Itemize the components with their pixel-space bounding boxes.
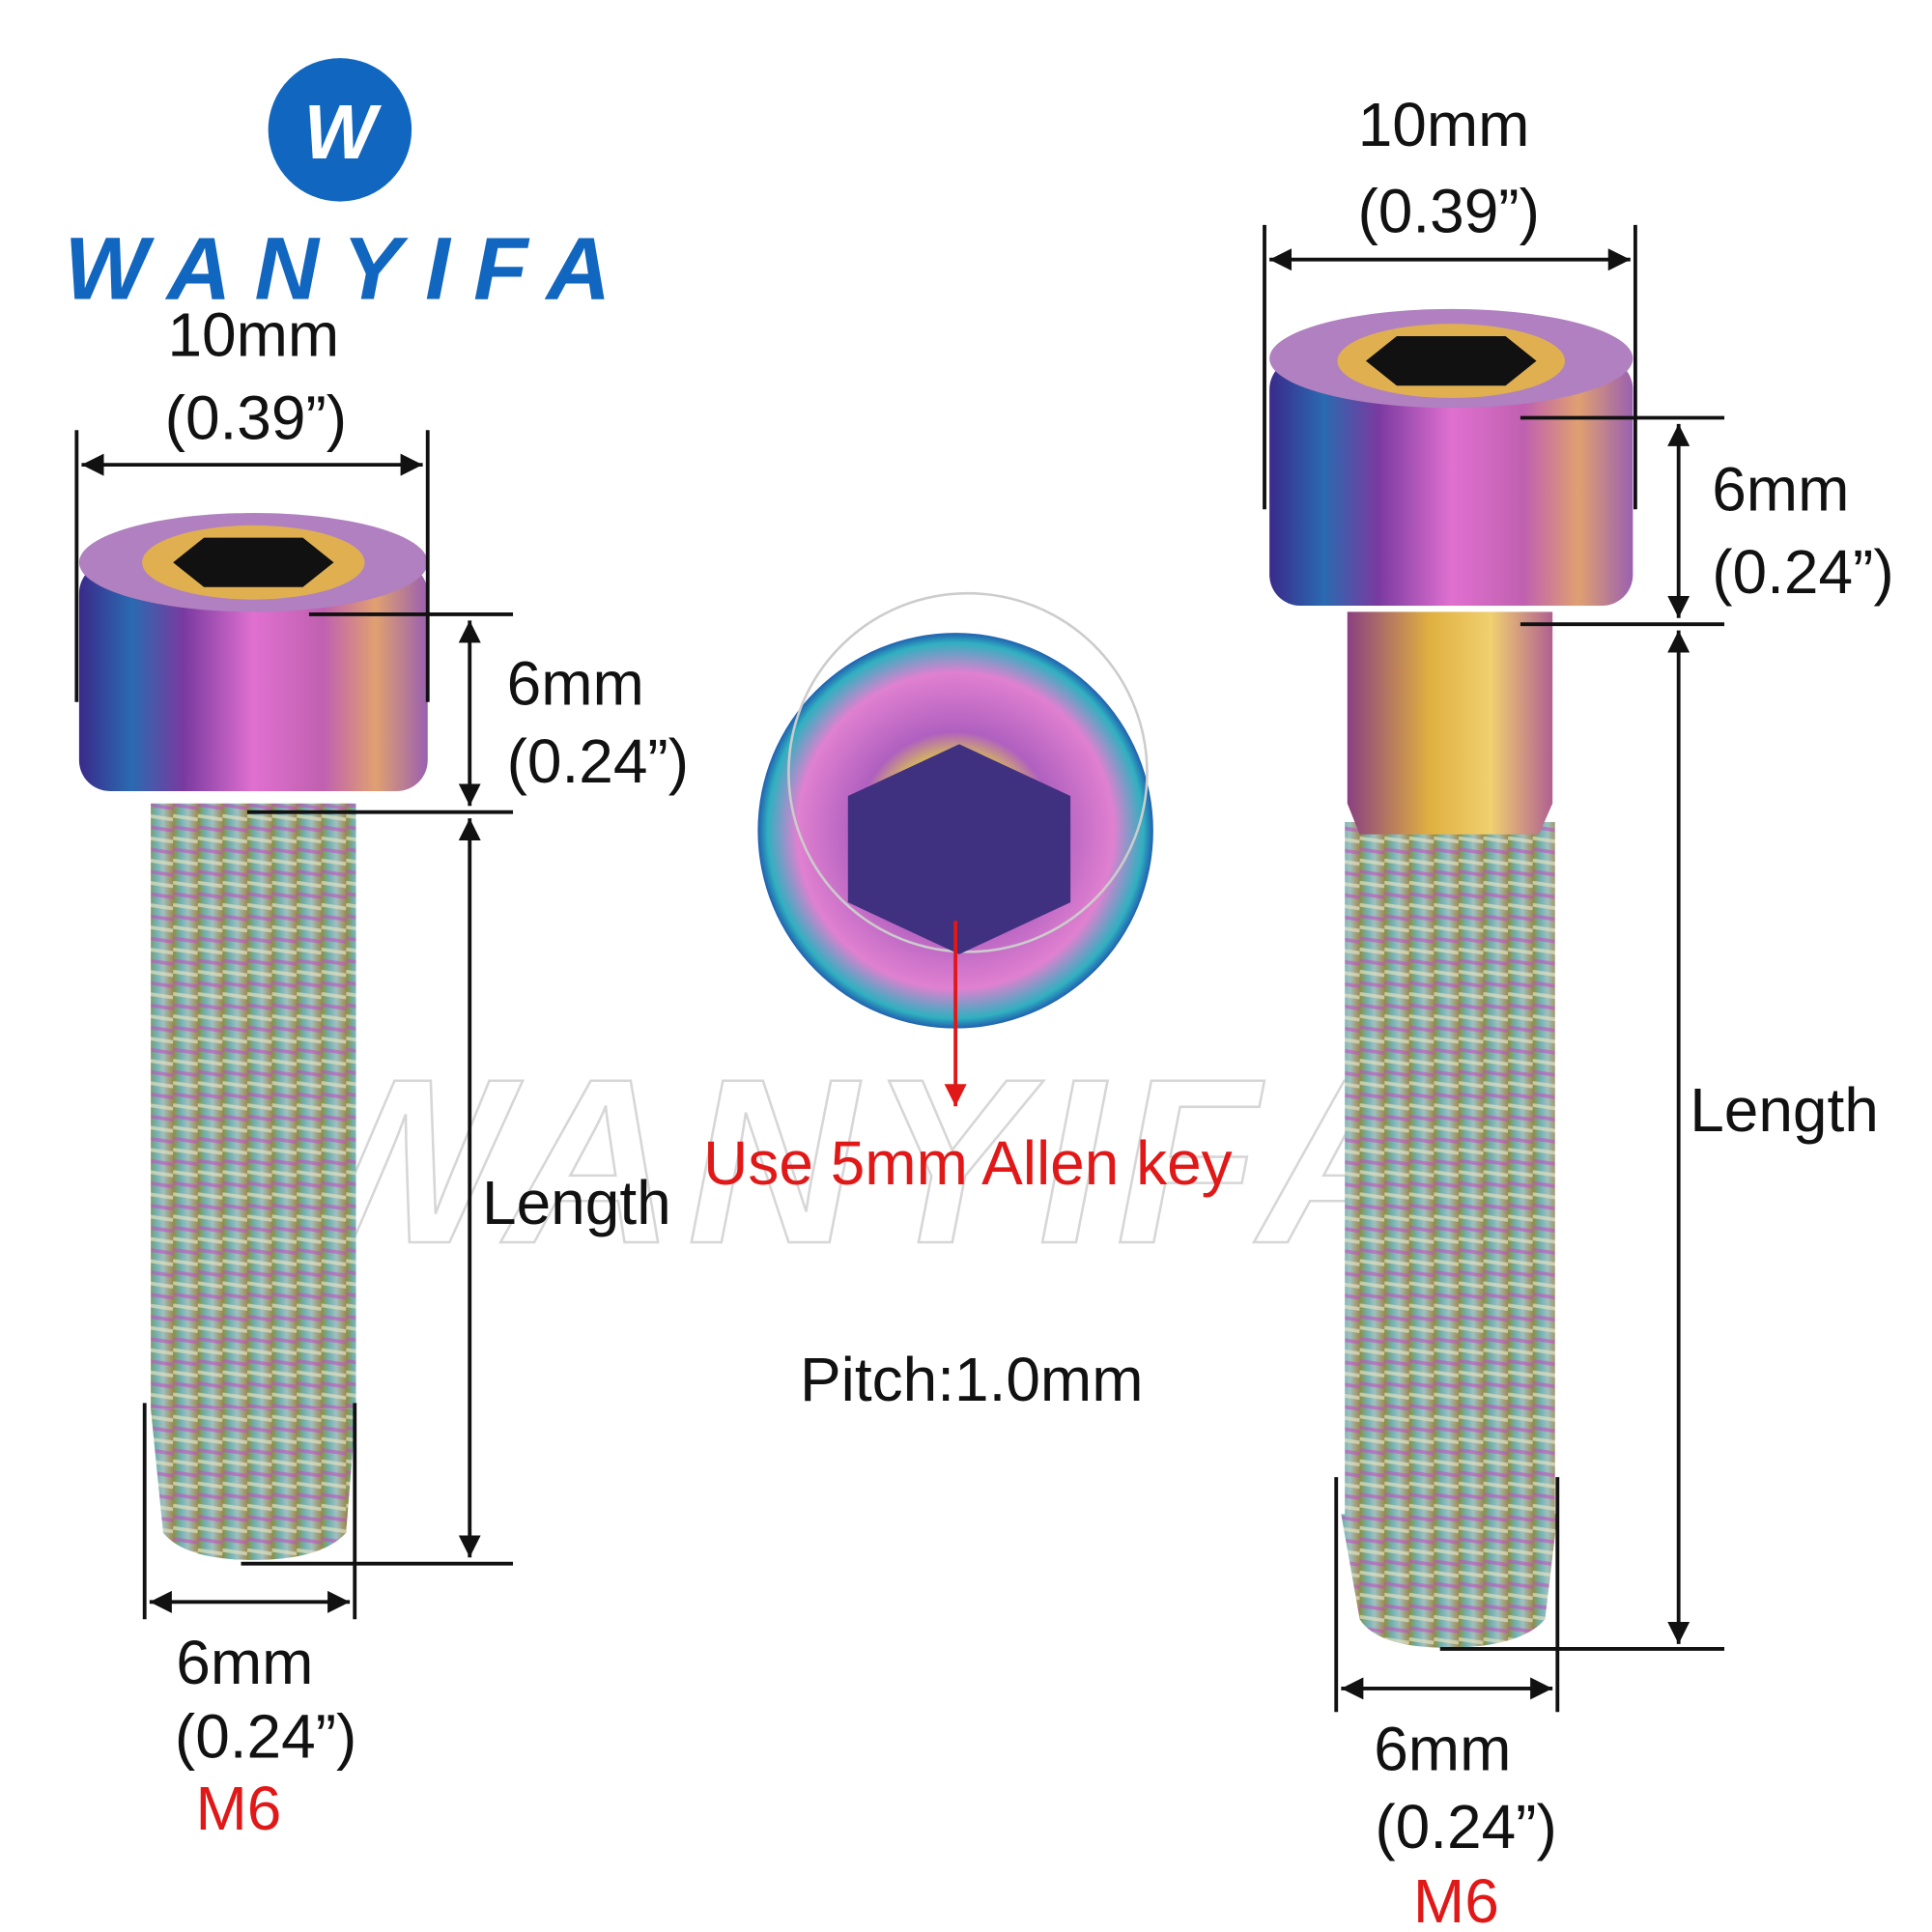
thread-pitch: Pitch:1.0mm — [800, 1345, 1143, 1414]
right-head-height: 6mm — [1712, 454, 1849, 524]
right-head-height-inches: (0.24”) — [1712, 537, 1893, 607]
logo-letter: W — [303, 89, 382, 175]
brand-logo: W WANYIFA — [65, 58, 611, 319]
right-head-width-inches: (0.39”) — [1357, 177, 1539, 246]
right-thread-diameter-inches: (0.24”) — [1375, 1792, 1556, 1861]
left-bolt-image — [78, 513, 428, 1560]
left-thread-size: M6 — [196, 1774, 282, 1843]
right-thread-size: M6 — [1413, 1866, 1499, 1932]
left-head-height-inches: (0.24”) — [507, 726, 689, 796]
left-head-width-inches: (0.39”) — [165, 383, 347, 452]
logo-circle-icon — [268, 58, 412, 202]
right-thread-diameter: 6mm — [1374, 1714, 1511, 1783]
right-dimensions — [1263, 224, 1725, 1713]
left-length-label: Length — [482, 1168, 671, 1237]
left-thread-diameter-inches: (0.24”) — [175, 1702, 356, 1772]
bolt-top-view-image — [757, 591, 1153, 1029]
right-bolt-image — [1269, 308, 1634, 1648]
right-length-label: Length — [1690, 1075, 1879, 1145]
allen-key-note: Use 5mm Allen key — [703, 1128, 1232, 1198]
left-thread-diameter: 6mm — [176, 1628, 313, 1697]
right-head-width: 10mm — [1358, 90, 1530, 159]
left-dimensions — [74, 430, 514, 1620]
left-head-width: 10mm — [167, 300, 339, 370]
left-head-height: 6mm — [507, 648, 644, 718]
